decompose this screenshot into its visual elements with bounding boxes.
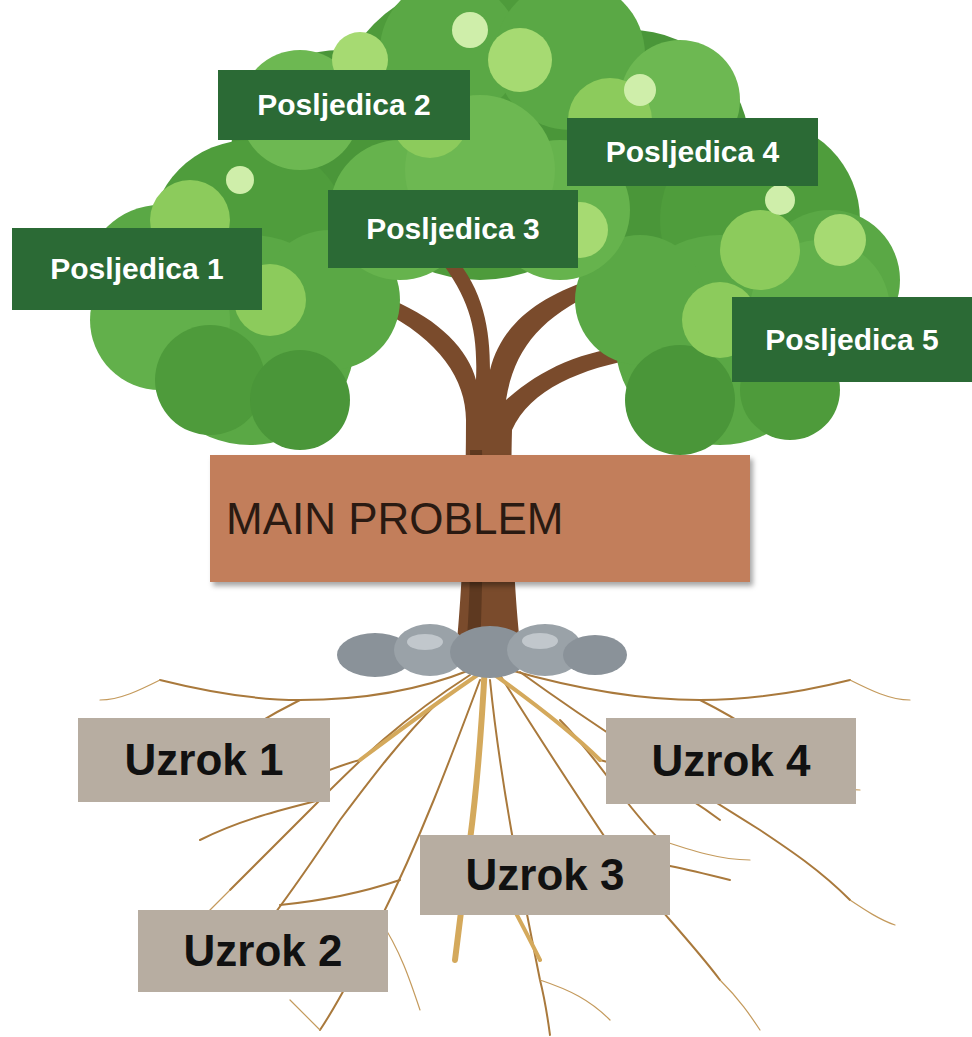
box-label: Uzrok 3 (466, 850, 625, 900)
box-label: Posljedica 2 (257, 88, 430, 122)
box-label: Posljedica 4 (606, 135, 779, 169)
effect-box: Posljedica 1 (12, 228, 262, 310)
rocks (337, 624, 627, 678)
effect-box: Posljedica 2 (218, 70, 470, 140)
box-label: Posljedica 5 (765, 323, 938, 357)
box-label: Uzrok 1 (125, 735, 284, 785)
box-label: Posljedica 3 (366, 212, 539, 246)
box-label: Uzrok 4 (652, 736, 811, 786)
box-label: Uzrok 2 (184, 926, 343, 976)
cause-box: Uzrok 1 (78, 718, 330, 802)
box-label: Posljedica 1 (50, 252, 223, 286)
effect-box: Posljedica 4 (567, 118, 818, 186)
box-label: MAIN PROBLEM (226, 494, 563, 544)
effect-box: Posljedica 5 (732, 297, 972, 382)
effect-box: Posljedica 3 (328, 190, 578, 268)
cause-box: Uzrok 4 (606, 718, 856, 804)
cause-box: Uzrok 3 (420, 835, 670, 915)
cause-box: Uzrok 2 (138, 910, 388, 992)
main-problem-box: MAIN PROBLEM (210, 455, 750, 582)
